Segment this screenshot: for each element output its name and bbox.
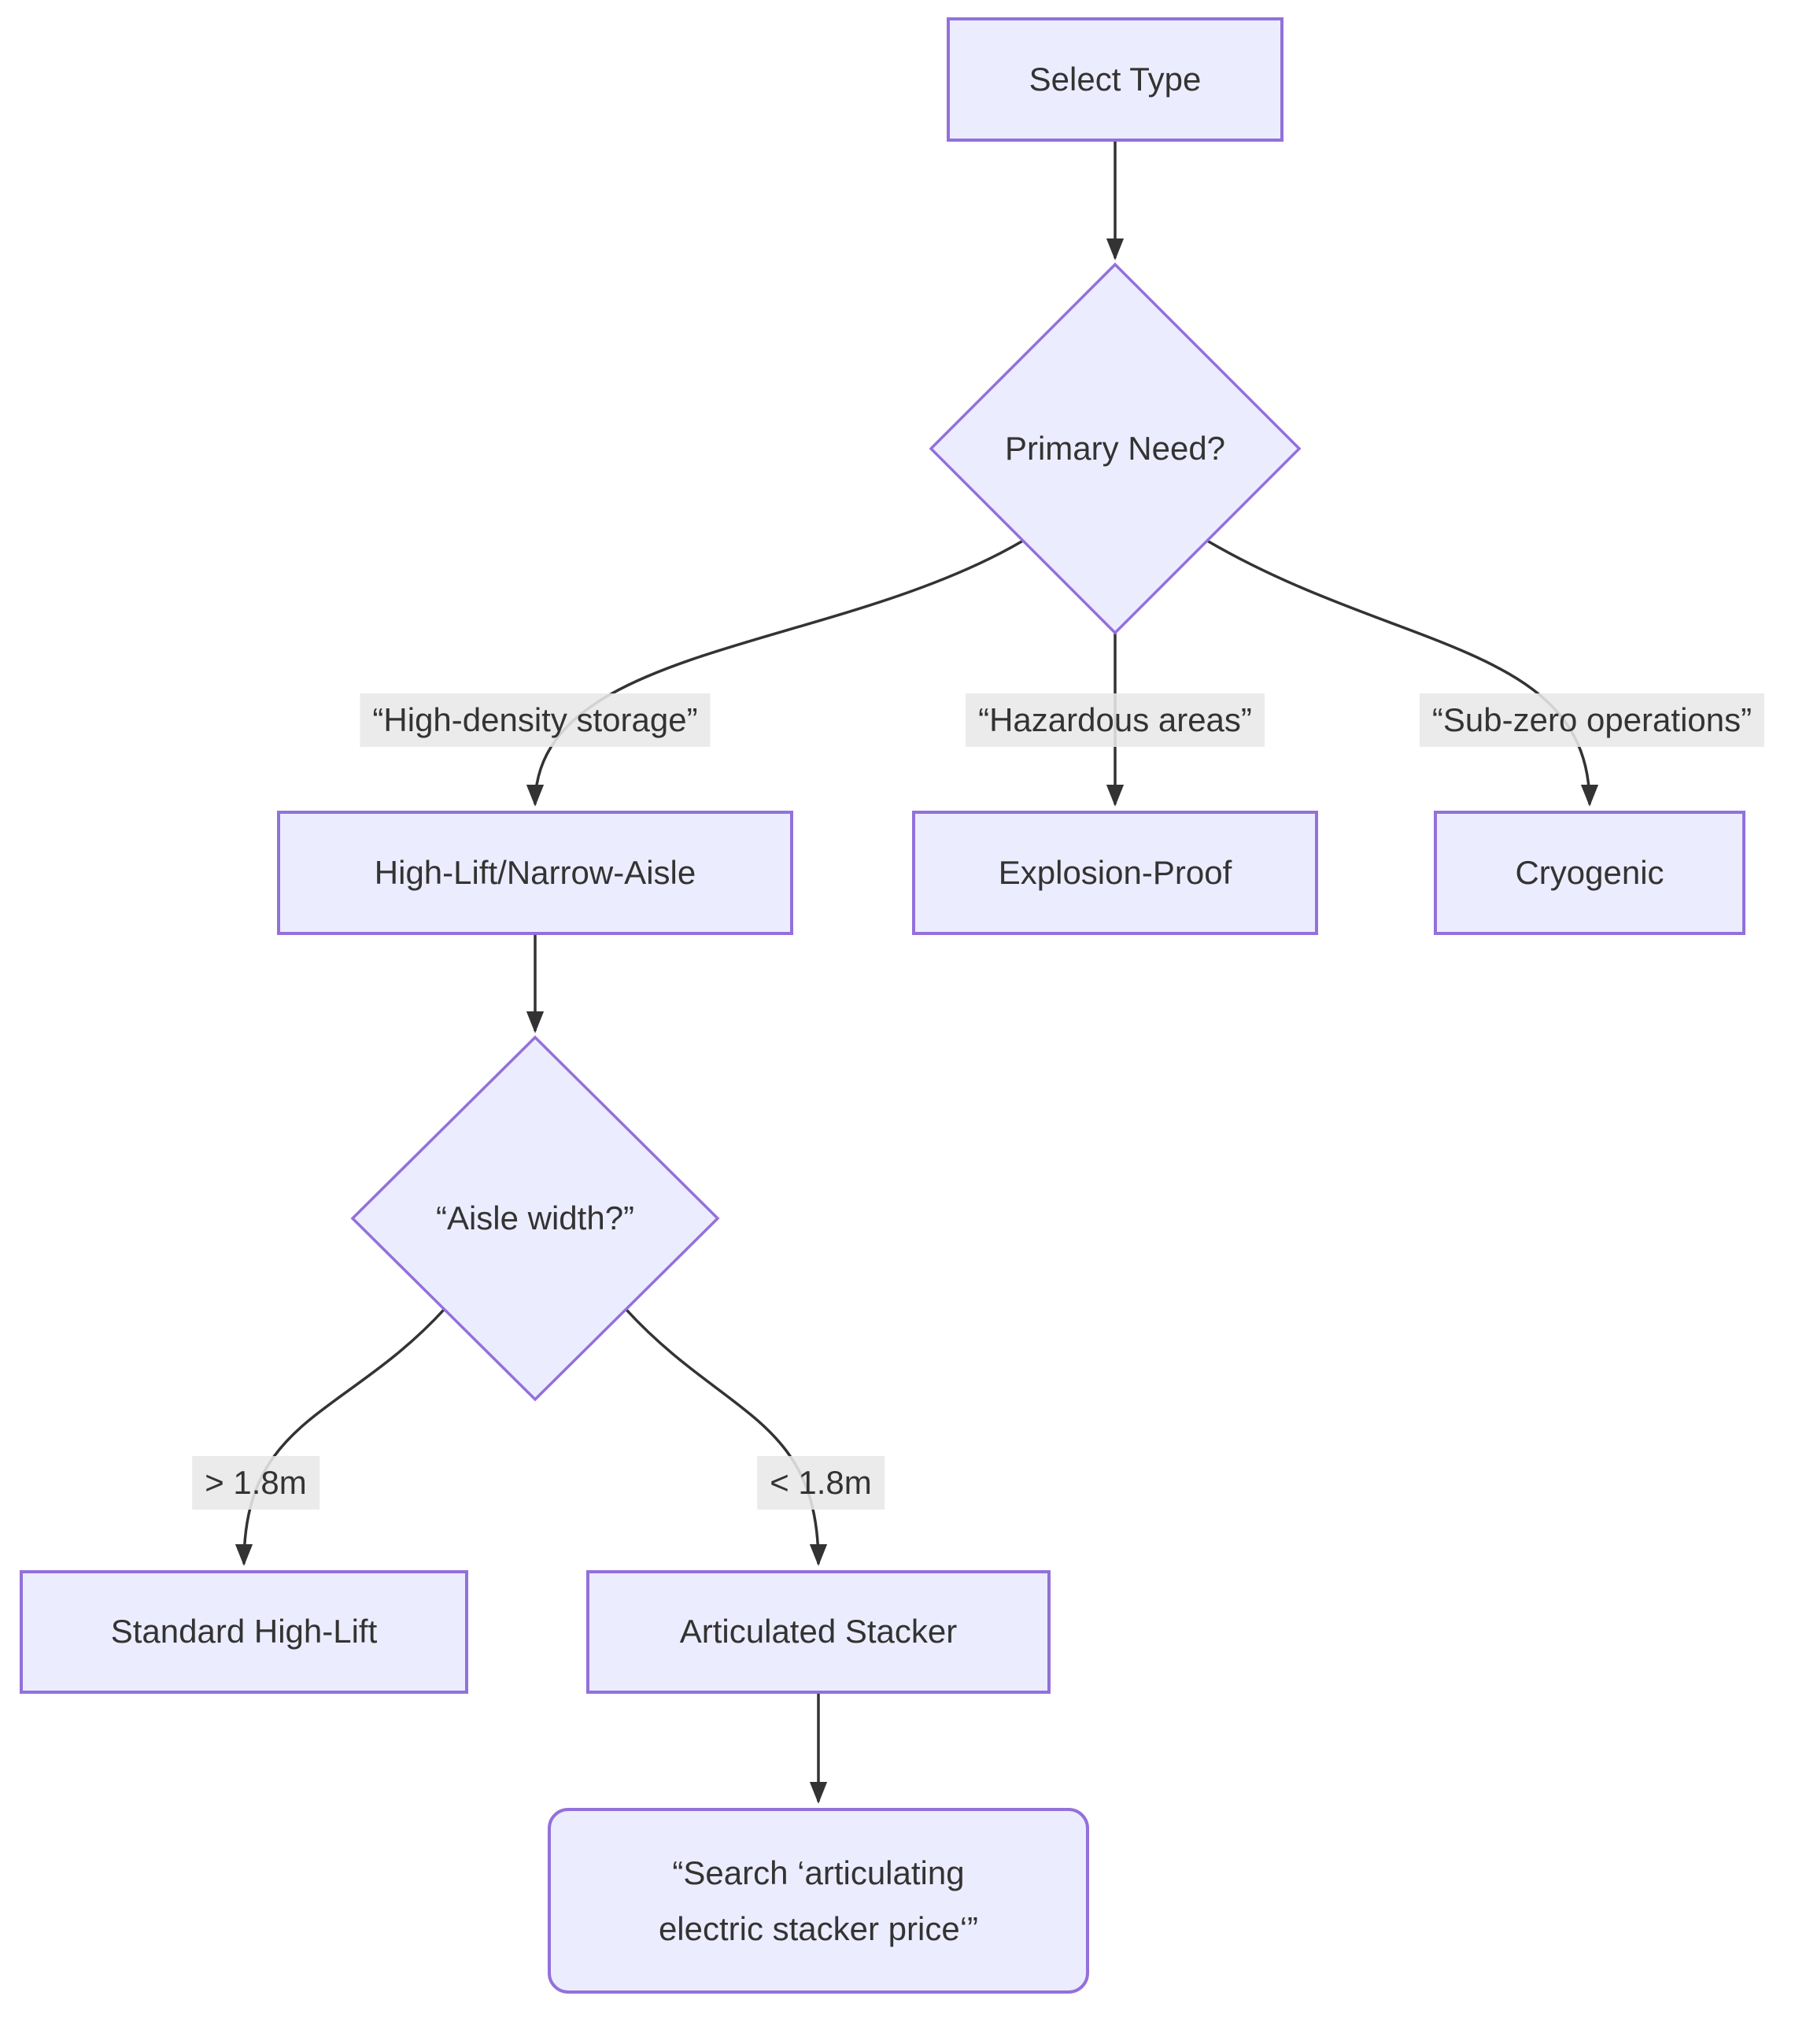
edge-label-high-density-storage: “High-density storage” [360,693,711,747]
edge-label-gt-1-8m: > 1.8m [192,1456,319,1510]
node-select-type: Select Type [947,17,1283,142]
edge-aisle-to-standard [235,1307,446,1566]
edge-label-sub-zero-operations: “Sub-zero operations” [1419,693,1765,747]
node-high-lift-narrow-aisle: High-Lift/Narrow-Aisle [277,811,793,935]
aisle-width-diamond [350,1035,720,1402]
edge-aisle-to-articulated [624,1307,828,1566]
edge-label-lt-1-8m: < 1.8m [757,1456,885,1510]
primary-need-diamond [929,262,1302,635]
node-cryogenic: Cryogenic [1434,811,1745,935]
aisle-width-label: “Aisle width?” [435,1199,635,1236]
edge-primary-to-highlift [526,539,1024,807]
edge-primary-to-cryogenic [1206,539,1599,807]
node-search-action: “Search ‘articulating electric stacker p… [548,1808,1089,1994]
node-standard-high-lift: Standard High-Lift [20,1570,468,1694]
node-explosion-proof: Explosion-Proof [912,811,1318,935]
edge-label-hazardous-areas: “Hazardous areas” [966,693,1265,747]
primary-need-label: Primary Need? [1004,430,1226,467]
node-articulated-stacker: Articulated Stacker [586,1570,1051,1694]
